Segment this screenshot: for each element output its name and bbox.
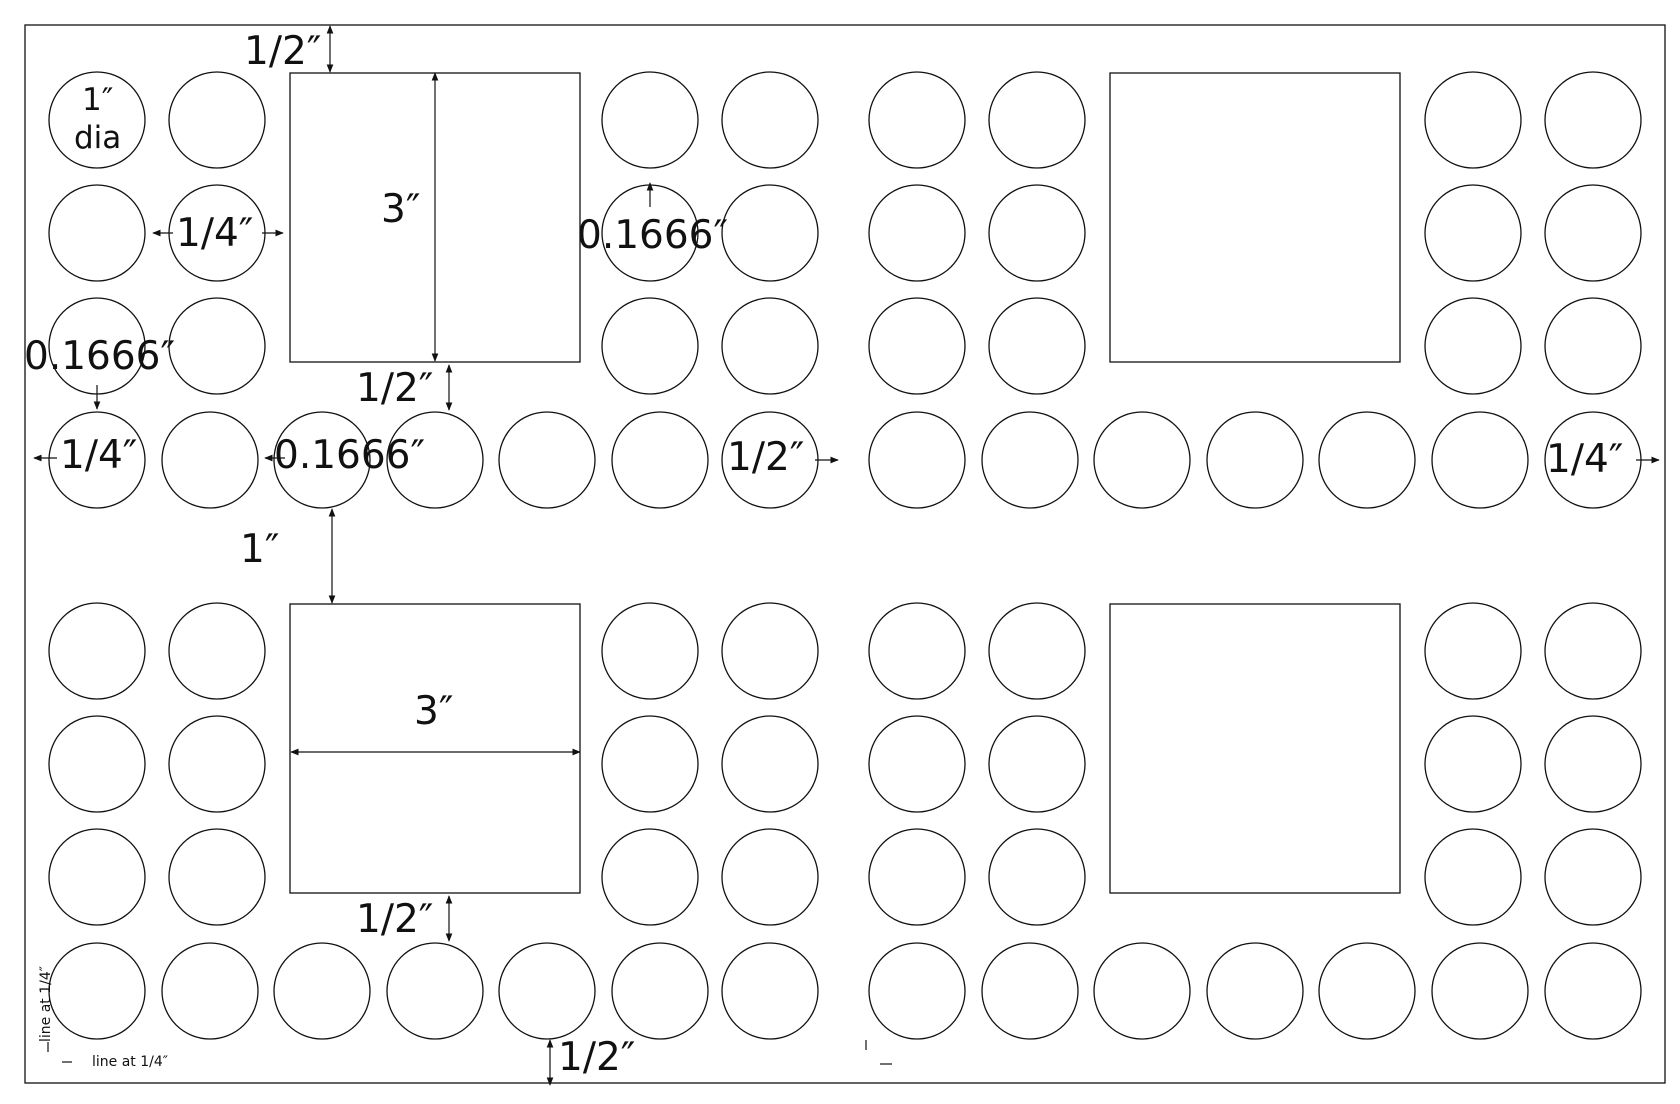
label-right-margin: 1/4″: [1546, 437, 1623, 482]
circle-cutout: [1431, 411, 1529, 509]
circle-cutout: [1424, 828, 1522, 926]
circle-cutout: [273, 411, 371, 509]
circle-cutout: [1544, 828, 1642, 926]
circle-cutout: [161, 942, 259, 1040]
circle-cutout: [611, 942, 709, 1040]
circle-cutout: [1424, 297, 1522, 395]
circle-cutout: [48, 715, 146, 813]
circle-cutout: [721, 942, 819, 1040]
circle-cutout: [48, 942, 146, 1040]
sheet-border: [24, 24, 1666, 1084]
label-square-bottom-gap-bottom: 1/2″: [356, 897, 433, 942]
circle-cutout: [988, 297, 1086, 395]
circle-cutout: [721, 184, 819, 282]
label-center-gap: 1/2″: [727, 435, 804, 480]
circle-cutout: [721, 828, 819, 926]
circle-cutout: [161, 411, 259, 509]
circle-cutout: [868, 942, 966, 1040]
circle-cutout: [48, 828, 146, 926]
label-guide-horizontal: line at 1/4″: [92, 1054, 168, 1070]
circle-cutout: [981, 942, 1079, 1040]
circle-cutout: [168, 71, 266, 169]
label-circle-dia-value: 1″: [82, 82, 113, 118]
square-cutout: [289, 603, 581, 894]
square-cutout: [1109, 72, 1401, 363]
label-square-width: 3″: [414, 689, 453, 734]
circle-cutout: [498, 411, 596, 509]
circle-cutout: [386, 411, 484, 509]
label-square-bottom-gap-top: 1/2″: [356, 366, 433, 411]
circle-cutout: [48, 602, 146, 700]
circle-cutout: [498, 942, 596, 1040]
circle-cutout: [48, 71, 146, 169]
circle-cutout: [1318, 411, 1416, 509]
circle-cutout: [868, 602, 966, 700]
circle-cutout: [988, 715, 1086, 813]
circle-cutout: [168, 602, 266, 700]
circle-cutout: [721, 71, 819, 169]
square-cutout: [1109, 603, 1401, 894]
circle-cutout: [48, 184, 146, 282]
label-left-margin: 1/4″: [60, 433, 137, 478]
circle-cutout: [721, 297, 819, 395]
circle-cutout: [1206, 942, 1304, 1040]
label-bottom-margin: 1/2″: [558, 1035, 635, 1080]
label-column-gap-top: 0.1666″: [577, 213, 728, 258]
circle-cutout: [988, 184, 1086, 282]
circle-cutout: [168, 828, 266, 926]
circle-cutout: [1424, 71, 1522, 169]
circle-cutout: [601, 715, 699, 813]
circle-cutout: [721, 602, 819, 700]
circle-cutout: [1424, 602, 1522, 700]
circle-cutout: [1544, 602, 1642, 700]
circle-cutout: [601, 297, 699, 395]
circle-cutout: [273, 942, 371, 1040]
circle-cutout: [1206, 411, 1304, 509]
circle-cutout: [601, 602, 699, 700]
circle-cutout: [1544, 184, 1642, 282]
circle-cutout: [721, 715, 819, 813]
dimension-lines: [33, 25, 1660, 1086]
circle-cutout: [1431, 942, 1529, 1040]
label-top-margin: 1/2″: [244, 29, 321, 74]
circle-cutout: [988, 71, 1086, 169]
circle-cutout: [1424, 715, 1522, 813]
label-guide-vertical: line at 1/4″: [38, 966, 54, 1042]
circle-cutout: [168, 715, 266, 813]
label-circle-dia-unit: dia: [74, 120, 121, 156]
circle-cutout: [1544, 297, 1642, 395]
circle-cutout: [868, 715, 966, 813]
circle-cutout: [1544, 715, 1642, 813]
circle-cutout: [601, 828, 699, 926]
cutouts: [48, 71, 1642, 1040]
circle-cutout: [1544, 942, 1642, 1040]
circle-cutout: [868, 184, 966, 282]
label-block-gap: 1″: [240, 527, 279, 572]
circle-cutout: [868, 297, 966, 395]
label-circle-to-square-gap: 1/4″: [176, 211, 253, 256]
label-square-height: 3″: [381, 187, 420, 232]
circle-cutout: [601, 71, 699, 169]
circle-cutout: [48, 411, 146, 509]
circle-cutout: [1424, 184, 1522, 282]
circle-cutout: [1093, 411, 1191, 509]
circle-cutout: [1318, 942, 1416, 1040]
circle-cutout: [1544, 71, 1642, 169]
label-row-gap-left: 0.1666″: [24, 334, 175, 379]
circle-cutout: [988, 602, 1086, 700]
circle-cutout: [386, 942, 484, 1040]
circle-cutout: [611, 411, 709, 509]
circle-cutout: [168, 297, 266, 395]
circle-cutout: [868, 411, 966, 509]
circle-cutout: [868, 828, 966, 926]
label-middle-row-gap: 0.1666″: [274, 433, 425, 478]
circle-cutout: [868, 71, 966, 169]
circle-cutout: [988, 828, 1086, 926]
circle-cutout: [1093, 942, 1191, 1040]
circle-cutout: [981, 411, 1079, 509]
